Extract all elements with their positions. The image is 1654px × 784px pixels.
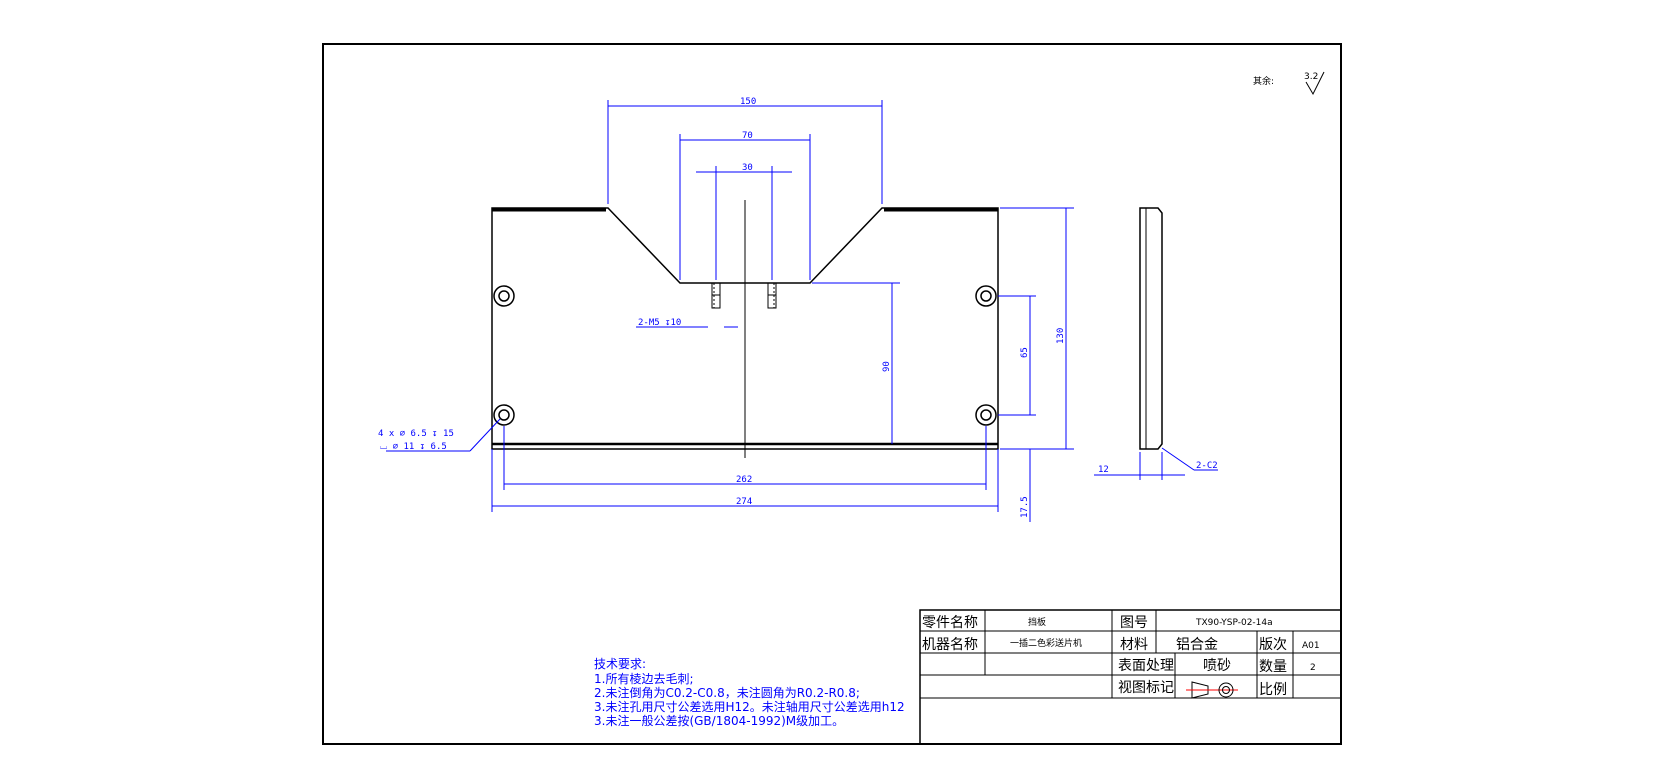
quantity-label: 数量 [1259, 659, 1287, 675]
dim-thread: 2-M5 ↧10 [638, 318, 681, 328]
dim-chamfer: 2-C2 [1196, 461, 1218, 471]
hole-callout-1: 4 x ⌀ 6.5 ↧ 15 [378, 429, 454, 439]
dim-130: 130 [1056, 328, 1066, 344]
material: 铝合金 [1176, 637, 1218, 653]
dim-274: 274 [736, 497, 752, 507]
revision-label: 版次 [1259, 637, 1287, 653]
notes-title: 技术要求: [594, 657, 646, 671]
hole-top-left [493, 285, 515, 307]
side-plate-outline [1139, 207, 1163, 450]
front-view [491, 200, 999, 458]
machine-label: 机器名称 [922, 637, 978, 653]
dim-262: 262 [736, 475, 752, 485]
hole-bottom-left [493, 404, 515, 426]
surface-note-label: 其余: [1253, 75, 1274, 87]
drawing-frame [322, 43, 1342, 745]
material-label: 材料 [1120, 637, 1148, 653]
part-name: 挡板 [1028, 616, 1046, 628]
side-view: 12 2-C2 [1094, 207, 1218, 480]
view-label: 视图标记 [1118, 680, 1174, 696]
surface-treatment: 喷砂 [1203, 658, 1231, 674]
hole-callout-2: ⌴ ⌀ 11 ↧ 6.5 [380, 442, 447, 452]
dimensions: 150 70 30 2-M5 ↧10 90 65 130 17.5 [378, 97, 1074, 522]
note-line-3: 3.未注孔用尺寸公差选用H12。未注轴用尺寸公差选用h12 [594, 699, 905, 714]
part-name-label: 零件名称 [922, 615, 978, 631]
technical-notes: 技术要求: 1.所有棱边去毛刺; 2.未注倒角为C0.2-C0.8，未注圆角为R… [594, 657, 905, 728]
scale-label: 比例 [1259, 682, 1287, 698]
dim-65: 65 [1020, 347, 1030, 358]
revision: A01 [1302, 641, 1320, 651]
dim-150: 150 [740, 97, 756, 107]
roughness-value: 3.2 [1304, 72, 1318, 82]
dim-70: 70 [742, 131, 753, 141]
hole-top-right [975, 285, 997, 307]
machine-name: 一插二色彩送片机 [1010, 637, 1082, 649]
dim-30: 30 [742, 163, 753, 173]
note-line-2: 2.未注倒角为C0.2-C0.8，未注圆角为R0.2-R0.8; [594, 685, 860, 700]
note-line-1: 1.所有棱边去毛刺; [594, 671, 694, 686]
surface-label: 表面处理 [1118, 658, 1174, 674]
quantity: 2 [1310, 663, 1316, 673]
threaded-hole-right [767, 282, 777, 309]
note-line-4: 3.未注一般公差按(GB/1804-1992)M级加工。 [594, 713, 844, 728]
plate-outline [491, 207, 999, 450]
drawing-no: TX90-YSP-02-14a [1195, 618, 1273, 628]
threaded-hole-left [711, 282, 721, 309]
dim-12: 12 [1098, 465, 1109, 475]
dim-90: 90 [882, 361, 892, 372]
title-block: 零件名称 挡板 图号 TX90-YSP-02-14a 机器名称 一插二色彩送片机… [919, 609, 1342, 745]
roughness-symbol-icon [1305, 71, 1325, 96]
projection-symbol-icon [1186, 681, 1238, 699]
drawing-no-label: 图号 [1120, 615, 1148, 631]
dim-17-5: 17.5 [1020, 496, 1030, 518]
hole-bottom-right [975, 404, 997, 426]
